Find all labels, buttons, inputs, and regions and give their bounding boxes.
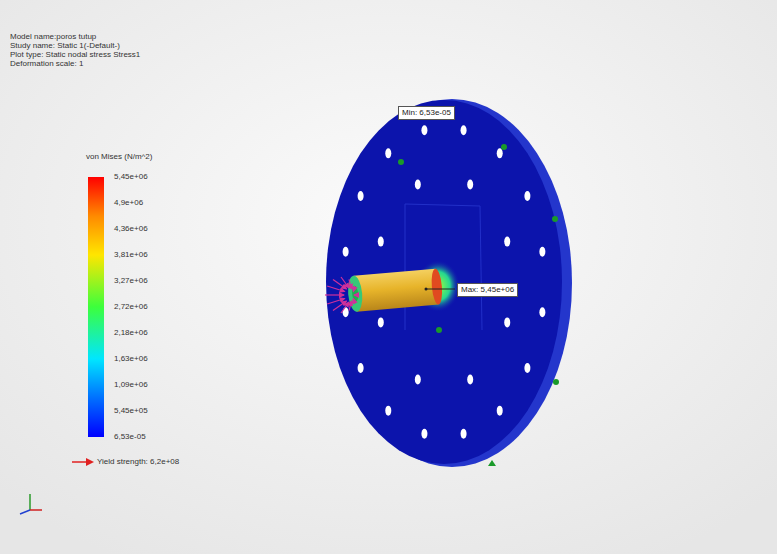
fixture-arrow: [327, 286, 345, 292]
axis-x: [30, 509, 42, 511]
bolt-hole: [504, 317, 510, 327]
bolt-hole: [467, 375, 473, 385]
scale-value: 5,45e+05: [114, 406, 148, 416]
axis-y: [29, 494, 31, 510]
marker-dot: [552, 216, 558, 222]
scale-value: 1,63e+06: [114, 354, 148, 364]
legend-title: von Mises (N/m^2): [86, 152, 152, 162]
fixture-arrow: [354, 294, 357, 295]
fixture-arrow: [333, 301, 347, 311]
scale-value: 4,9e+06: [114, 198, 143, 208]
bolt-hole: [378, 317, 384, 327]
marker-dot: [436, 327, 442, 333]
axis-z: [20, 510, 30, 514]
fixture-arrow: [349, 279, 352, 289]
bolt-holes: [343, 125, 546, 438]
scale-value: 2,18e+06: [114, 328, 148, 338]
bolt-hole: [385, 148, 391, 158]
callout-text: Max: 5,45e+06: [461, 285, 514, 295]
bolt-hole: [415, 375, 421, 385]
bolt-hole: [421, 429, 427, 439]
scale-value: 4,36e+06: [114, 224, 148, 234]
bolt-hole: [539, 307, 545, 317]
bolt-hole: [358, 191, 364, 201]
max-callout: Max: 5,45e+06: [457, 283, 518, 297]
bolt-hole: [421, 125, 427, 135]
bolt-hole: [467, 179, 473, 189]
model-info: Plot type: Static nodal stress Stress1: [10, 50, 140, 60]
scale-value: 2,72e+06: [114, 302, 148, 312]
bolt-hole: [385, 406, 391, 416]
face-line: [405, 204, 406, 330]
bolt-hole: [504, 237, 510, 247]
bolt-hole: [461, 429, 467, 439]
marker-dot: [398, 159, 404, 165]
fixture-arrow: [353, 299, 355, 305]
shaft-body: [354, 269, 439, 312]
fixture-arrow: [353, 286, 355, 292]
bolt-hole: [524, 363, 530, 373]
markers: [398, 144, 559, 466]
marker-dot: [501, 144, 507, 150]
face-line: [405, 204, 480, 206]
yield-arrowhead: [86, 458, 94, 466]
bolt-hole: [461, 125, 467, 135]
marker-dot: [553, 379, 559, 385]
bolt-hole: [497, 406, 503, 416]
callout-text: Min: 6,53e-05: [402, 108, 451, 118]
shaft-end: [347, 275, 364, 312]
disc-face: [326, 100, 562, 464]
shaft-root: [430, 268, 443, 305]
bolt-hole: [497, 148, 503, 158]
bolt-hole: [343, 247, 349, 257]
scale-value: 5,45e+06: [114, 172, 148, 182]
axis-triad: [20, 494, 42, 514]
bolt-hole: [539, 247, 545, 257]
face-line: [480, 206, 482, 330]
shaft: [347, 268, 444, 312]
bolt-hole: [524, 191, 530, 201]
max-point: [425, 288, 428, 291]
model-info: Model name:poros tutup: [10, 32, 96, 42]
fixture-arrow: [325, 294, 344, 295]
shaft-end-core: [351, 286, 358, 302]
max-leader: [426, 289, 455, 290]
marker-triangle: [488, 460, 496, 466]
color-bar: [88, 177, 104, 437]
model-info: Study name: Static 1(-Default-): [10, 41, 120, 51]
scale-value: 6,53e-05: [114, 432, 146, 442]
yield-strength: Yield strength: 6,2e+08: [97, 457, 179, 467]
scale-value: 1,09e+06: [114, 380, 148, 390]
bolt-hole: [378, 237, 384, 247]
scale-value: 3,81e+06: [114, 250, 148, 260]
scale-value: 3,27e+06: [114, 276, 148, 286]
model-info: Deformation scale: 1: [10, 59, 83, 69]
fixture-arrow: [341, 277, 349, 288]
bolt-hole: [358, 363, 364, 373]
fixture-arrow: [327, 299, 345, 305]
fixture-arrows: [325, 277, 357, 313]
min-callout: Min: 6,53e-05: [398, 106, 455, 120]
bolt-hole: [415, 179, 421, 189]
